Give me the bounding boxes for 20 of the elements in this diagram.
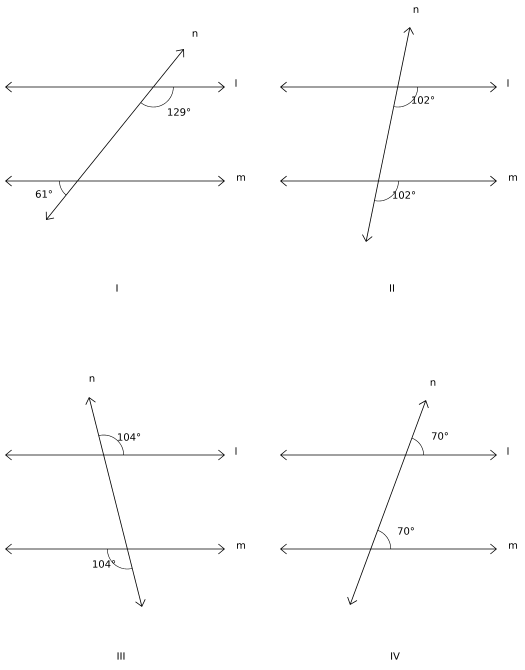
angle-label: 102°	[412, 96, 434, 104]
angle-label: 129°	[168, 108, 190, 116]
panel-label: I	[116, 284, 118, 292]
line-label: m	[509, 175, 517, 181]
angle-label: 70°	[432, 432, 448, 440]
line-label: m	[509, 543, 517, 549]
angle-label: 61°	[36, 190, 52, 198]
line-label: n	[192, 31, 198, 37]
line-label: m	[237, 175, 246, 181]
angle-label: 104°	[93, 560, 116, 568]
angle-label: 70°	[398, 527, 414, 535]
panel-label: IV	[391, 652, 400, 660]
line-label: n	[430, 380, 436, 386]
angle-label: 104°	[118, 433, 140, 441]
panel-label: II	[390, 284, 394, 292]
line-label: n	[90, 376, 94, 382]
line-label: n	[414, 7, 418, 13]
panel-label: III	[118, 652, 124, 660]
angle-label: 102°	[393, 191, 416, 199]
line-label: m	[237, 543, 246, 549]
